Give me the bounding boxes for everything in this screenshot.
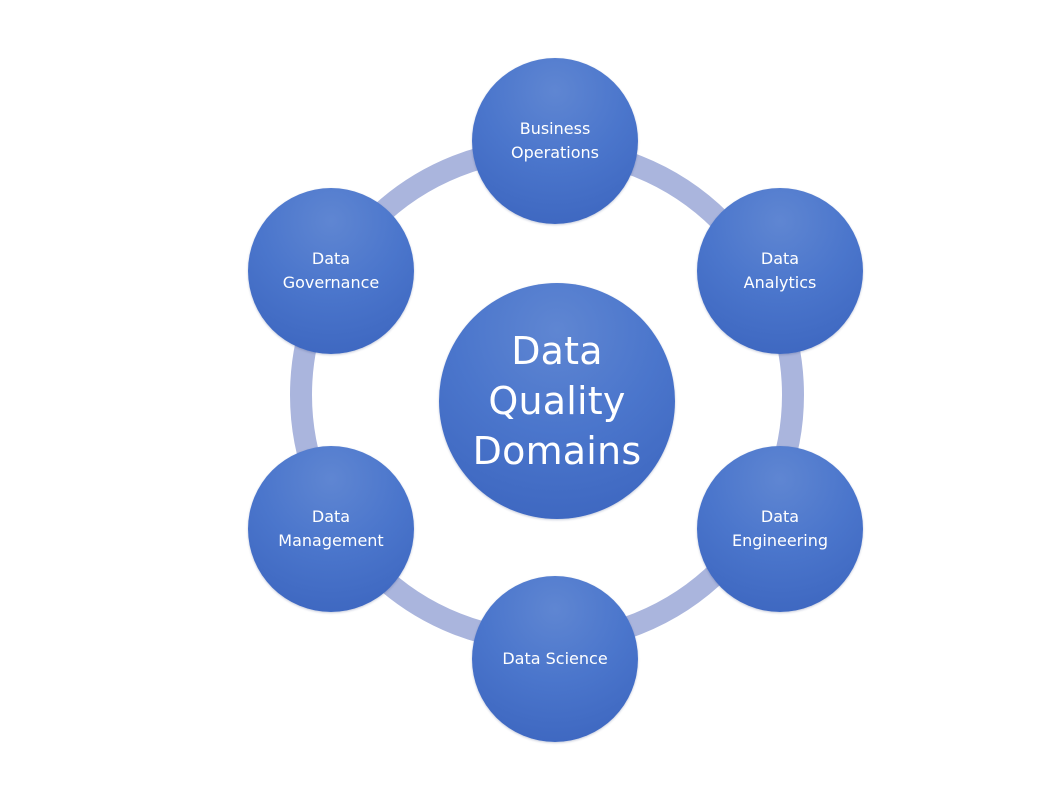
node-data-engineering: Data Engineering — [697, 446, 863, 612]
node-label: Data Science — [502, 649, 608, 668]
node-label: Business Operations — [511, 119, 599, 162]
node-label: Data Management — [278, 507, 384, 550]
node-data-management: Data Management — [248, 446, 414, 612]
node-label: Data Engineering — [732, 507, 828, 550]
center-label: Data Quality Domains — [472, 329, 642, 473]
node-data-analytics: Data Analytics — [697, 188, 863, 354]
node-label: Data Governance — [282, 249, 380, 292]
node-business-operations: Business Operations — [472, 58, 638, 224]
center-node-data-quality-domains: Data Quality Domains — [439, 283, 675, 519]
node-data-science: Data Science — [472, 576, 638, 742]
node-data-governance: Data Governance — [248, 188, 414, 354]
node-label: Data Analytics — [743, 249, 817, 292]
